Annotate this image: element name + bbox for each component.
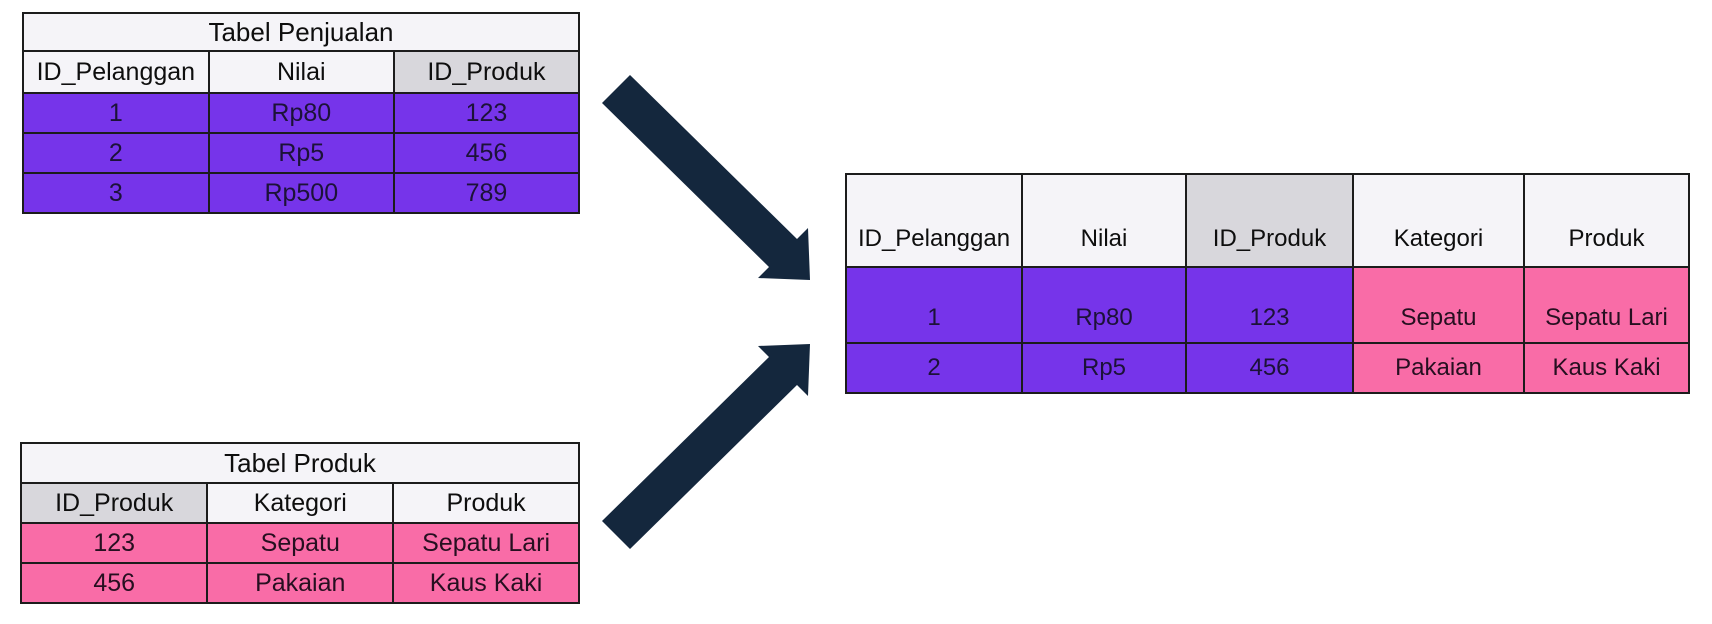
result-table-row: 1 Rp80 123 Sepatu Sepatu Lari [845, 266, 1690, 344]
product-cell: Pakaian [206, 562, 395, 604]
sales-table-header-row: ID_Pelanggan Nilai ID_Produk [22, 50, 581, 94]
sales-table: Tabel Penjualan ID_Pelanggan Nilai ID_Pr… [22, 12, 581, 214]
product-table-header-row: ID_Produk Kategori Produk [19, 482, 580, 524]
product-key-cell: 123 [19, 522, 209, 564]
result-cell: Pakaian [1352, 342, 1525, 394]
result-header-kategori: Kategori [1352, 173, 1525, 268]
sales-cell: 1 [22, 92, 210, 134]
result-key-cell: 456 [1185, 342, 1354, 394]
result-header-produk: Produk [1523, 173, 1690, 268]
sales-table-row: 1 Rp80 123 [22, 92, 581, 134]
result-table: ID_Pelanggan Nilai ID_Produk Kategori Pr… [845, 173, 1690, 394]
sales-table-row: 3 Rp500 789 [22, 172, 581, 214]
product-table-title: Tabel Produk [20, 442, 580, 484]
result-table-row: 2 Rp5 456 Pakaian Kaus Kaki [845, 342, 1690, 394]
sales-key-cell: 789 [392, 172, 581, 214]
sales-header-id-produk: ID_Produk [392, 50, 581, 94]
product-table-title-row: Tabel Produk [20, 442, 580, 484]
sales-table-title: Tabel Penjualan [22, 12, 580, 52]
sales-header-id-pelanggan: ID_Pelanggan [22, 50, 210, 94]
product-cell: Kaus Kaki [392, 562, 580, 604]
product-header-produk: Produk [392, 482, 580, 524]
product-key-cell: 456 [19, 562, 209, 604]
result-header-id-produk: ID_Produk [1185, 173, 1354, 268]
sales-table-row: 2 Rp5 456 [22, 132, 581, 174]
sales-cell: 2 [22, 132, 210, 174]
product-table-row: 456 Pakaian Kaus Kaki [19, 562, 580, 604]
result-cell: Kaus Kaki [1523, 342, 1690, 394]
result-header-nilai: Nilai [1021, 173, 1187, 268]
product-header-kategori: Kategori [206, 482, 395, 524]
product-header-id-produk: ID_Produk [19, 482, 209, 524]
sales-header-nilai: Nilai [207, 50, 395, 94]
product-cell: Sepatu Lari [392, 522, 580, 564]
product-table-row: 123 Sepatu Sepatu Lari [19, 522, 580, 564]
result-header-id-pelanggan: ID_Pelanggan [845, 173, 1023, 268]
result-cell: Rp5 [1021, 342, 1187, 394]
sales-cell: Rp5 [207, 132, 395, 174]
sales-table-title-row: Tabel Penjualan [22, 12, 580, 52]
result-cell: Sepatu [1352, 266, 1525, 344]
result-cell: 2 [845, 342, 1023, 394]
join-arrow-down-right-icon [602, 75, 810, 280]
sales-key-cell: 456 [392, 132, 581, 174]
join-arrow-up-right-icon [602, 344, 810, 549]
sales-cell: Rp500 [207, 172, 395, 214]
result-cell: Sepatu Lari [1523, 266, 1690, 344]
sales-key-cell: 123 [392, 92, 581, 134]
product-table: Tabel Produk ID_Produk Kategori Produk 1… [19, 442, 580, 604]
result-cell: 1 [845, 266, 1023, 344]
sales-cell: Rp80 [207, 92, 395, 134]
result-key-cell: 123 [1185, 266, 1354, 344]
result-cell: Rp80 [1021, 266, 1187, 344]
sales-cell: 3 [22, 172, 210, 214]
product-cell: Sepatu [206, 522, 395, 564]
result-table-header-row: ID_Pelanggan Nilai ID_Produk Kategori Pr… [845, 173, 1690, 268]
